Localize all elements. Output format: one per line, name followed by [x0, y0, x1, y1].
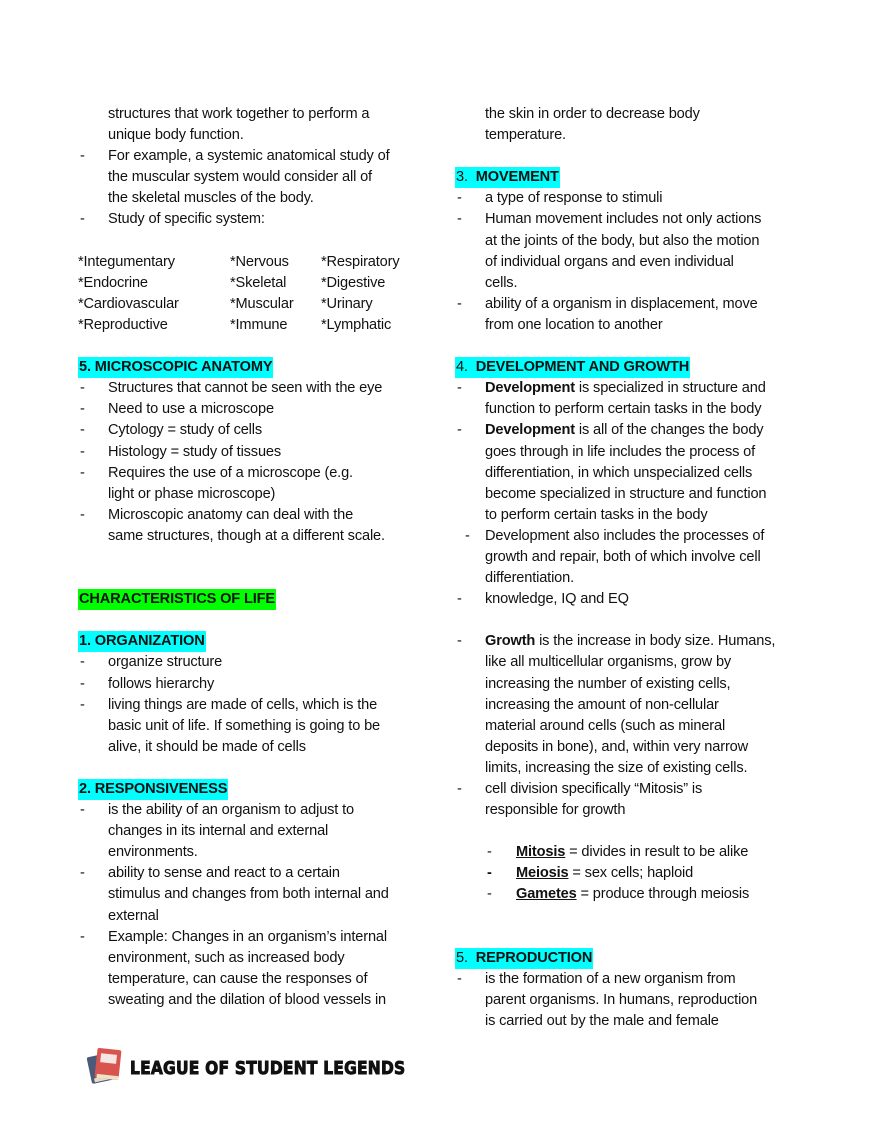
section-heading-development-and-growth: 4. DEVELOPMENT AND GROWTH [455, 357, 815, 379]
text-line: deposits in bone), and, within very narr… [485, 738, 749, 755]
bullet-item: -ability of a organism in displacement, … [457, 295, 758, 312]
text-line: growth and repair, both of which involve… [485, 548, 761, 565]
term-gametes: -Gametes = produce through meiosis [487, 886, 750, 903]
bullet-item: -is the formation of a new organism from [457, 970, 736, 987]
section-heading-movement: 3. MOVEMENT [455, 167, 815, 189]
bullet-dash: - [80, 148, 85, 165]
text-line: the muscular system would consider all o… [108, 169, 372, 186]
section-heading-responsiveness: 2. RESPONSIVENESS [78, 779, 438, 800]
bullet-item: -ability to sense and react to a certain [80, 865, 340, 882]
bullet-item: -For example, a systemic anatomical stud… [78, 146, 438, 167]
left-column: structures that work together to perform… [78, 104, 438, 1011]
text-line: from one location to another [485, 316, 663, 333]
text-line: responsible for growth [485, 802, 626, 819]
text-line: basic unit of life. If something is goin… [108, 717, 381, 734]
text-line: same structures, though at a different s… [108, 527, 385, 544]
bullet-item: -Development is specialized in structure… [457, 380, 766, 397]
bullet-item: -Development also includes the processes… [465, 527, 765, 544]
text-line: environments. [108, 844, 198, 861]
text-line: parent organisms. In humans, reproductio… [485, 991, 758, 1008]
text-line: is carried out by the male and female [485, 1013, 719, 1030]
term-mitosis: -Mitosis = divides in result to be alike [487, 844, 749, 861]
bullet-item: -Growth is the increase in body size. Hu… [457, 633, 776, 650]
section-heading-reproduction: 5. REPRODUCTION [455, 947, 815, 969]
text-line: to perform certain tasks in the body [485, 506, 708, 523]
section-heading-organization: 1. ORGANIZATION [78, 631, 438, 653]
text-line: the skeletal muscles of the body. [108, 190, 314, 207]
text-line: environment, such as increased body [108, 949, 345, 966]
bullet-item: -Human movement includes not only action… [457, 211, 762, 228]
text-line: the skin in order to decrease body [485, 106, 700, 122]
text-line: goes through in life includes the proces… [485, 443, 756, 460]
text-line: cells. [485, 274, 518, 291]
title-characteristics-of-life: CHARACTERISTICS OF LIFE [78, 589, 438, 611]
bullet-item: -Histology = study of tissues [80, 443, 282, 460]
text-line: material around cells (such as mineral [485, 717, 726, 734]
section-heading-microscopic-anatomy: 5. MICROSCOPIC ANATOMY [78, 357, 438, 379]
bullet-item: -Development is all of the changes the b… [457, 422, 764, 439]
text-line: structures that work together to perform… [108, 106, 370, 122]
books-icon [86, 1046, 124, 1091]
right-column: the skin in order to decrease body tempe… [455, 104, 815, 1032]
term-meiosis: -Meiosis = sex cells; haploid [487, 865, 694, 882]
text-line: become specialized in structure and func… [485, 485, 767, 502]
bullet-item: -Cytology = study of cells [80, 422, 263, 439]
text-line: stimulus and changes from both internal … [108, 886, 389, 903]
bullet-item: -Requires the use of a microscope (e.g. [80, 464, 353, 481]
bullet-item: -Need to use a microscope [80, 401, 274, 418]
text-line: increasing the amount of non-cellular [485, 696, 719, 713]
text-line: increasing the number of existing cells, [485, 675, 731, 692]
text-line: changes in its internal and external [108, 823, 329, 840]
text-line: like all multicellular organisms, grow b… [485, 654, 732, 671]
text-line: sweating and the dilation of blood vesse… [108, 991, 387, 1008]
bullet-item: -follows hierarchy [80, 675, 215, 692]
text-line: external [108, 907, 159, 924]
bullet-item: -Structures that cannot be seen with the… [80, 380, 383, 397]
systems-row: *Endocrine*Skeletal*Digestive [78, 274, 386, 291]
systems-row: *Integumentary*Nervous*Respiratory [78, 253, 400, 270]
bullet-item: -Study of specific system: [78, 209, 438, 230]
text-line: of individual organs and even individual [485, 253, 734, 270]
text-line: temperature, can cause the responses of [108, 970, 368, 987]
text-line: at the joints of the body, but also the … [485, 232, 760, 249]
bullet-item: -Example: Changes in an organism’s inter… [80, 928, 387, 945]
bullet-item: -knowledge, IQ and EQ [457, 591, 629, 608]
text-line: light or phase microscope) [108, 485, 276, 502]
logo-text: LEAGUE OF STUDENT LEGENDS [130, 1057, 406, 1079]
bullet-item: -Microscopic anatomy can deal with the [80, 506, 354, 523]
bullet-item: -a type of response to stimuli [457, 190, 663, 207]
text-line: unique body function. [108, 127, 244, 144]
text-line: differentiation. [485, 570, 575, 587]
systems-row: *Cardiovascular*Muscular*Urinary [78, 295, 373, 312]
systems-row: *Reproductive*Immune*Lymphatic [78, 316, 392, 333]
systems-table: *Integumentary*Nervous*Respiratory *Endo… [78, 252, 438, 336]
bullet-dash: - [80, 211, 85, 228]
bullet-item: -living things are made of cells, which … [80, 696, 378, 713]
bullet-item: -is the ability of an organism to adjust… [80, 802, 354, 819]
text-line: function to perform certain tasks in the… [485, 401, 762, 418]
text-line: alive, it should be made of cells [108, 738, 306, 755]
text-line: temperature. [485, 127, 566, 144]
bullet-item: -organize structure [80, 654, 223, 671]
bullet-item: -cell division specifically “Mitosis” is [457, 781, 703, 797]
footer-logo: LEAGUE OF STUDENT LEGENDS [86, 1046, 406, 1091]
text-line: differentiation, in which unspecialized … [485, 464, 753, 481]
text-line: limits, increasing the size of existing … [485, 759, 748, 776]
